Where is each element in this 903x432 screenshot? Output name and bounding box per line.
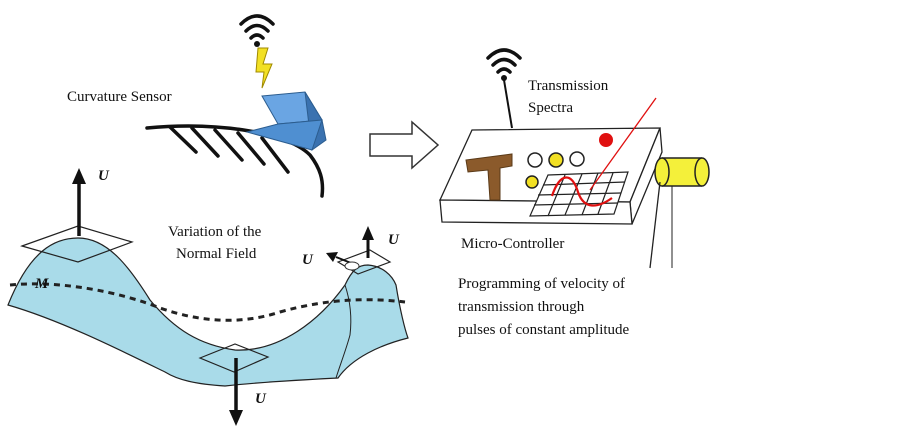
button-white-2 (569, 151, 585, 167)
signal-ray (589, 97, 657, 191)
vector-u-label-right: U (388, 232, 400, 248)
vector-u-label-side: U (302, 252, 314, 268)
normal-vector-right-up (362, 226, 374, 258)
normal-vector-left (72, 168, 86, 236)
button-yellow-1 (548, 152, 564, 168)
transmission-label-line1: Transmission (528, 78, 609, 94)
led-red (599, 133, 613, 147)
normal-vector-bottom (229, 358, 243, 426)
vector-u-label-bottom: U (255, 391, 267, 407)
button-white-1 (527, 152, 543, 168)
signal-curve (550, 176, 613, 207)
antenna (503, 79, 513, 129)
control-handle (465, 153, 513, 201)
arrow-right-icon (369, 120, 440, 170)
variation-label-line2: Normal Field (176, 246, 257, 262)
lightning-icon (255, 47, 273, 89)
surface-m-label: M (34, 276, 49, 292)
sensor-cube (245, 91, 327, 151)
transmission-label-line2: Spectra (528, 100, 573, 116)
pointer-line-controller (649, 181, 661, 269)
programming-label-line3: pulses of constant amplitude (458, 322, 630, 338)
surface-m (7, 237, 409, 387)
programming-label-line2: transmission through (458, 299, 585, 315)
cylinder-connector (654, 157, 710, 187)
micro-controller-label: Micro-Controller (461, 236, 564, 252)
wifi-icon (239, 14, 275, 47)
curvature-sensor-label: Curvature Sensor (67, 89, 172, 105)
tangent-plane-left (20, 225, 134, 263)
variation-label-line1: Variation of the (168, 224, 262, 240)
rotation-marker (344, 261, 360, 271)
programming-label-line1: Programming of velocity of (458, 276, 625, 292)
wifi-icon (486, 48, 522, 81)
button-yellow-2 (525, 175, 539, 189)
vector-u-label-left: U (98, 168, 110, 184)
tangent-plane-bottom (198, 343, 270, 373)
